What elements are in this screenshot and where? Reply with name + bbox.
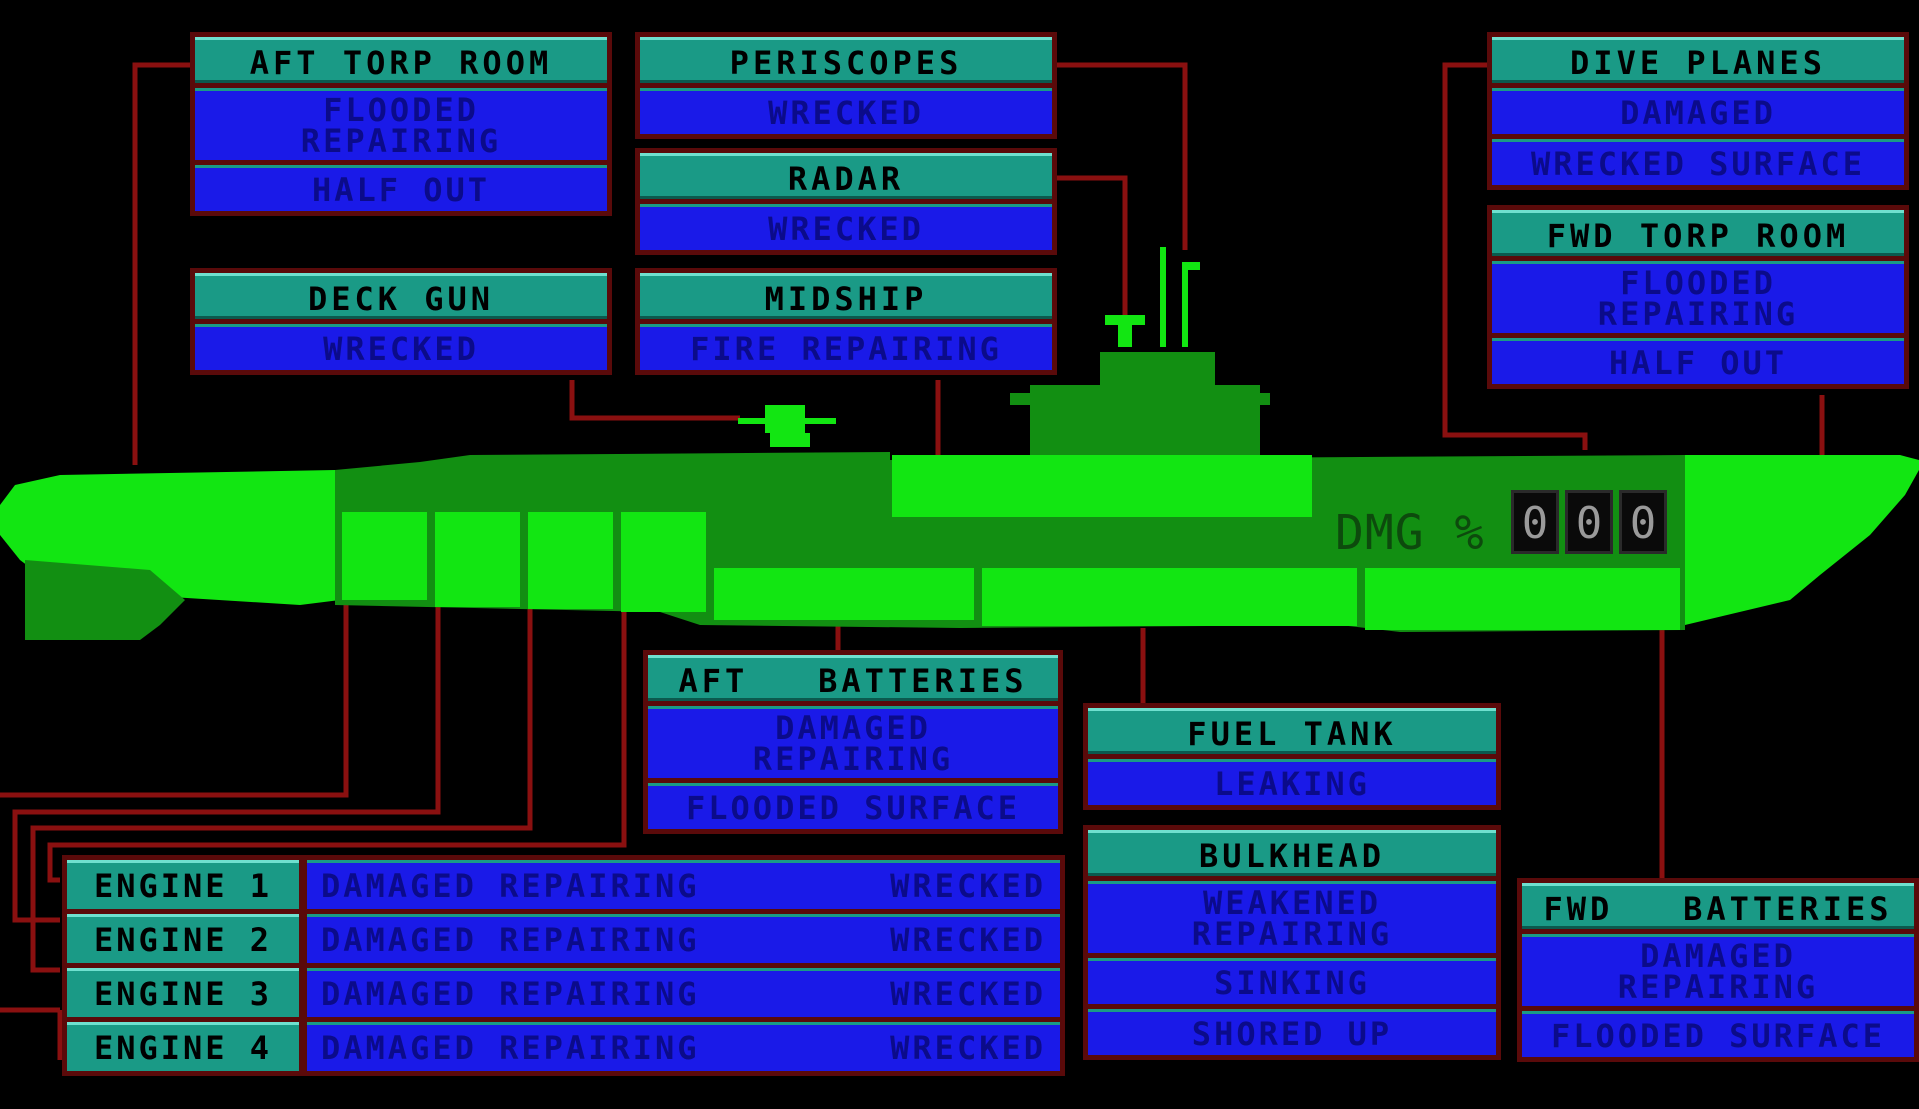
- fwd-batteries-title: FWD BATTERIES: [1522, 883, 1914, 929]
- engine-3-status-damaged: DAMAGED REPAIRING: [321, 975, 700, 1013]
- bulkhead-panel: BULKHEAD WEAKENED REPAIRING SINKING SHOR…: [1083, 825, 1501, 1060]
- fwd-batteries-repairing: REPAIRING: [1617, 967, 1819, 1006]
- engine-2-status: DAMAGED REPAIRING WRECKED: [307, 914, 1060, 963]
- aft-batteries-damaged: DAMAGED: [775, 708, 931, 747]
- aft-torp-room-title: AFT TORP ROOM: [195, 37, 607, 83]
- fwd-torp-room-status-1: FLOODED REPAIRING: [1492, 261, 1904, 333]
- fuel-tank-title: FUEL TANK: [1088, 708, 1496, 754]
- fwd-torp-room-title: FWD TORP ROOM: [1492, 210, 1904, 256]
- aft-torp-room-repairing: REPAIRING: [300, 121, 502, 160]
- periscopes-title: PERISCOPES: [640, 37, 1052, 83]
- deck-gun-title: DECK GUN: [195, 273, 607, 319]
- dive-planes-panel: DIVE PLANES DAMAGED WRECKED SURFACE: [1487, 32, 1909, 190]
- engine-1-status-damaged: DAMAGED REPAIRING: [321, 867, 700, 905]
- radar-title: RADAR: [640, 153, 1052, 199]
- fwd-batteries-panel: FWD BATTERIES DAMAGED REPAIRING FLOODED …: [1517, 878, 1919, 1062]
- aft-batteries-status-2: FLOODED SURFACE: [648, 783, 1058, 829]
- aft-torp-room-panel: AFT TORP ROOM FLOODED REPAIRING HALF OUT: [190, 32, 612, 216]
- engine-1-status: DAMAGED REPAIRING WRECKED: [307, 860, 1060, 909]
- damage-percent-label: DMG %: [1335, 505, 1485, 561]
- fwd-torp-room-status-2: HALF OUT: [1492, 338, 1904, 384]
- bulkhead-status-1: WEAKENED REPAIRING: [1088, 881, 1496, 953]
- fuel-tank-panel: FUEL TANK LEAKING: [1083, 703, 1501, 810]
- deck-gun-status: WRECKED: [195, 324, 607, 370]
- engine-4-status-damaged: DAMAGED REPAIRING: [321, 1029, 700, 1067]
- engine-1-status-wrecked: WRECKED: [890, 867, 1046, 905]
- aft-batteries-title: AFT BATTERIES: [648, 655, 1058, 701]
- engines-panel: ENGINE 1 DAMAGED REPAIRING WRECKED ENGIN…: [62, 855, 1065, 1076]
- fwd-torp-room-repairing: REPAIRING: [1597, 294, 1799, 333]
- engine-3-status: DAMAGED REPAIRING WRECKED: [307, 968, 1060, 1017]
- midship-panel: MIDSHIP FIRE REPAIRING: [635, 268, 1057, 375]
- engine-row: ENGINE 1 DAMAGED REPAIRING WRECKED: [67, 860, 1060, 909]
- engine-2-status-damaged: DAMAGED REPAIRING: [321, 921, 700, 959]
- aft-torp-room-status-1: FLOODED REPAIRING: [195, 88, 607, 160]
- fwd-batteries-damaged: DAMAGED: [1640, 936, 1796, 975]
- engine-3-status-wrecked: WRECKED: [890, 975, 1046, 1013]
- aft-batteries-repairing: REPAIRING: [752, 739, 954, 778]
- bulkhead-status-3: SHORED UP: [1088, 1009, 1496, 1055]
- engine-4-status-wrecked: WRECKED: [890, 1029, 1046, 1067]
- bulkhead-weakened: WEAKENED: [1202, 883, 1382, 922]
- dive-planes-title: DIVE PLANES: [1492, 37, 1904, 83]
- fwd-torp-room-flooded: FLOODED: [1620, 263, 1776, 302]
- engine-3-label: ENGINE 3: [67, 968, 299, 1017]
- damage-digit-hundreds: 0: [1511, 490, 1559, 554]
- radar-status: WRECKED: [640, 204, 1052, 250]
- engine-2-label: ENGINE 2: [67, 914, 299, 963]
- bulkhead-title: BULKHEAD: [1088, 830, 1496, 876]
- radar-panel: RADAR WRECKED: [635, 148, 1057, 255]
- bulkhead-status-2: SINKING: [1088, 958, 1496, 1004]
- fwd-torp-room-panel: FWD TORP ROOM FLOODED REPAIRING HALF OUT: [1487, 205, 1909, 389]
- leader-lines: [0, 62, 1825, 1060]
- engine-1-label: ENGINE 1: [67, 860, 299, 909]
- damage-digit-ones: 0: [1619, 490, 1667, 554]
- engine-row: ENGINE 3 DAMAGED REPAIRING WRECKED: [67, 968, 1060, 1017]
- fwd-batteries-status-1: DAMAGED REPAIRING: [1522, 934, 1914, 1006]
- aft-batteries-status-1: DAMAGED REPAIRING: [648, 706, 1058, 778]
- periscopes-panel: PERISCOPES WRECKED: [635, 32, 1057, 139]
- hull-body: [0, 452, 1919, 640]
- midship-status: FIRE REPAIRING: [640, 324, 1052, 370]
- engine-4-label: ENGINE 4: [67, 1022, 299, 1071]
- midship-title: MIDSHIP: [640, 273, 1052, 319]
- deck-gun-panel: DECK GUN WRECKED: [190, 268, 612, 375]
- fuel-tank-status: LEAKING: [1088, 759, 1496, 805]
- periscopes-status: WRECKED: [640, 88, 1052, 134]
- engine-row: ENGINE 4 DAMAGED REPAIRING WRECKED: [67, 1022, 1060, 1071]
- bulkhead-repairing: REPAIRING: [1191, 914, 1393, 953]
- deck-gun-sprite: [738, 405, 836, 447]
- fwd-batteries-status-2: FLOODED SURFACE: [1522, 1011, 1914, 1057]
- engine-4-status: DAMAGED REPAIRING WRECKED: [307, 1022, 1060, 1071]
- dive-planes-status-1: DAMAGED: [1492, 88, 1904, 134]
- dive-planes-status-2: WRECKED SURFACE: [1492, 139, 1904, 185]
- damage-digit-tens: 0: [1565, 490, 1613, 554]
- aft-torp-room-flooded: FLOODED: [323, 90, 479, 129]
- aft-batteries-panel: AFT BATTERIES DAMAGED REPAIRING FLOODED …: [643, 650, 1063, 834]
- engine-row: ENGINE 2 DAMAGED REPAIRING WRECKED: [67, 914, 1060, 963]
- engine-2-status-wrecked: WRECKED: [890, 921, 1046, 959]
- conning-tower: [1010, 247, 1270, 455]
- aft-torp-room-status-2: HALF OUT: [195, 165, 607, 211]
